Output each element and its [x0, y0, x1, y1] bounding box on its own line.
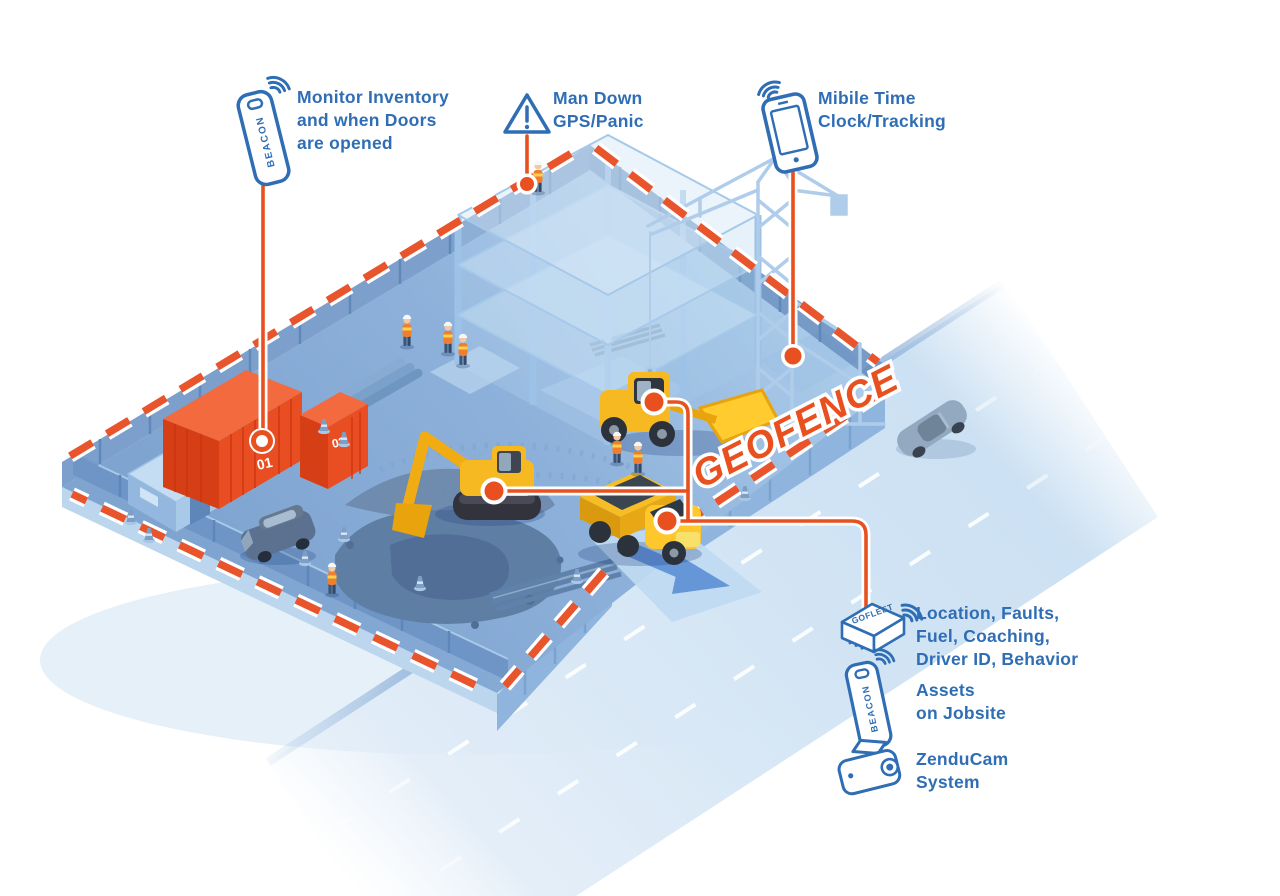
callout-text-line: Assets	[916, 680, 975, 700]
beacon-icon: BEACON	[236, 75, 291, 187]
callout-text-line: Fuel, Coaching,	[916, 626, 1051, 646]
callout-zenducam: ZenduCam System	[916, 748, 1008, 794]
callout-text-line: are opened	[297, 133, 393, 153]
callout-man-down: Man Down GPS/Panic	[553, 87, 644, 133]
callout-text-line: Monitor Inventory	[297, 87, 450, 107]
callout-telematics: Location, Faults, Fuel, Coaching, Driver…	[916, 602, 1078, 671]
callout-assets-on-jobsite: Assets on Jobsite	[916, 679, 1006, 725]
shipping-containers: 01 02	[163, 370, 368, 509]
construction-site: 01 02	[62, 133, 886, 731]
container-02: 02	[300, 392, 368, 489]
callout-text-line: and when Doors	[297, 110, 437, 130]
warning-icon	[503, 93, 551, 134]
connector-markers	[249, 173, 805, 535]
callout-mobile-time-clock: Mibile Time Clock/Tracking	[818, 87, 946, 133]
phone-icon	[757, 80, 819, 174]
beacon-icon: BEACON	[844, 648, 896, 750]
callout-text-line: Mibile Time	[818, 88, 916, 108]
excavator	[392, 431, 545, 538]
gofleet-icon: GOFLEET	[840, 601, 924, 654]
callout-text-line: Driver ID, Behavior	[916, 649, 1079, 669]
van	[240, 504, 316, 565]
camera-icon	[837, 738, 902, 796]
callout-text-line: GPS/Panic	[553, 111, 644, 131]
callout-monitor-inventory: Monitor Inventory and when Doors are ope…	[297, 86, 449, 155]
lane-marking	[397, 435, 1108, 896]
callout-text-line: System	[916, 772, 980, 792]
geofence-dashes	[66, 142, 883, 699]
construction-frame	[454, 133, 762, 445]
callout-text-line: Man Down	[553, 88, 643, 108]
connector-lines	[258, 131, 871, 613]
callout-text-line: Clock/Tracking	[818, 111, 946, 131]
berm-outer-face	[62, 487, 497, 713]
container-number: 01	[255, 454, 274, 473]
callout-text-line: on Jobsite	[916, 703, 1007, 723]
wheel-loader	[600, 372, 781, 456]
callout-text-line: Location, Faults,	[916, 603, 1060, 623]
dump-truck	[578, 472, 702, 566]
tower-crane	[644, 154, 886, 428]
car	[896, 400, 976, 459]
callout-text-line: ZenduCam	[916, 749, 1009, 769]
